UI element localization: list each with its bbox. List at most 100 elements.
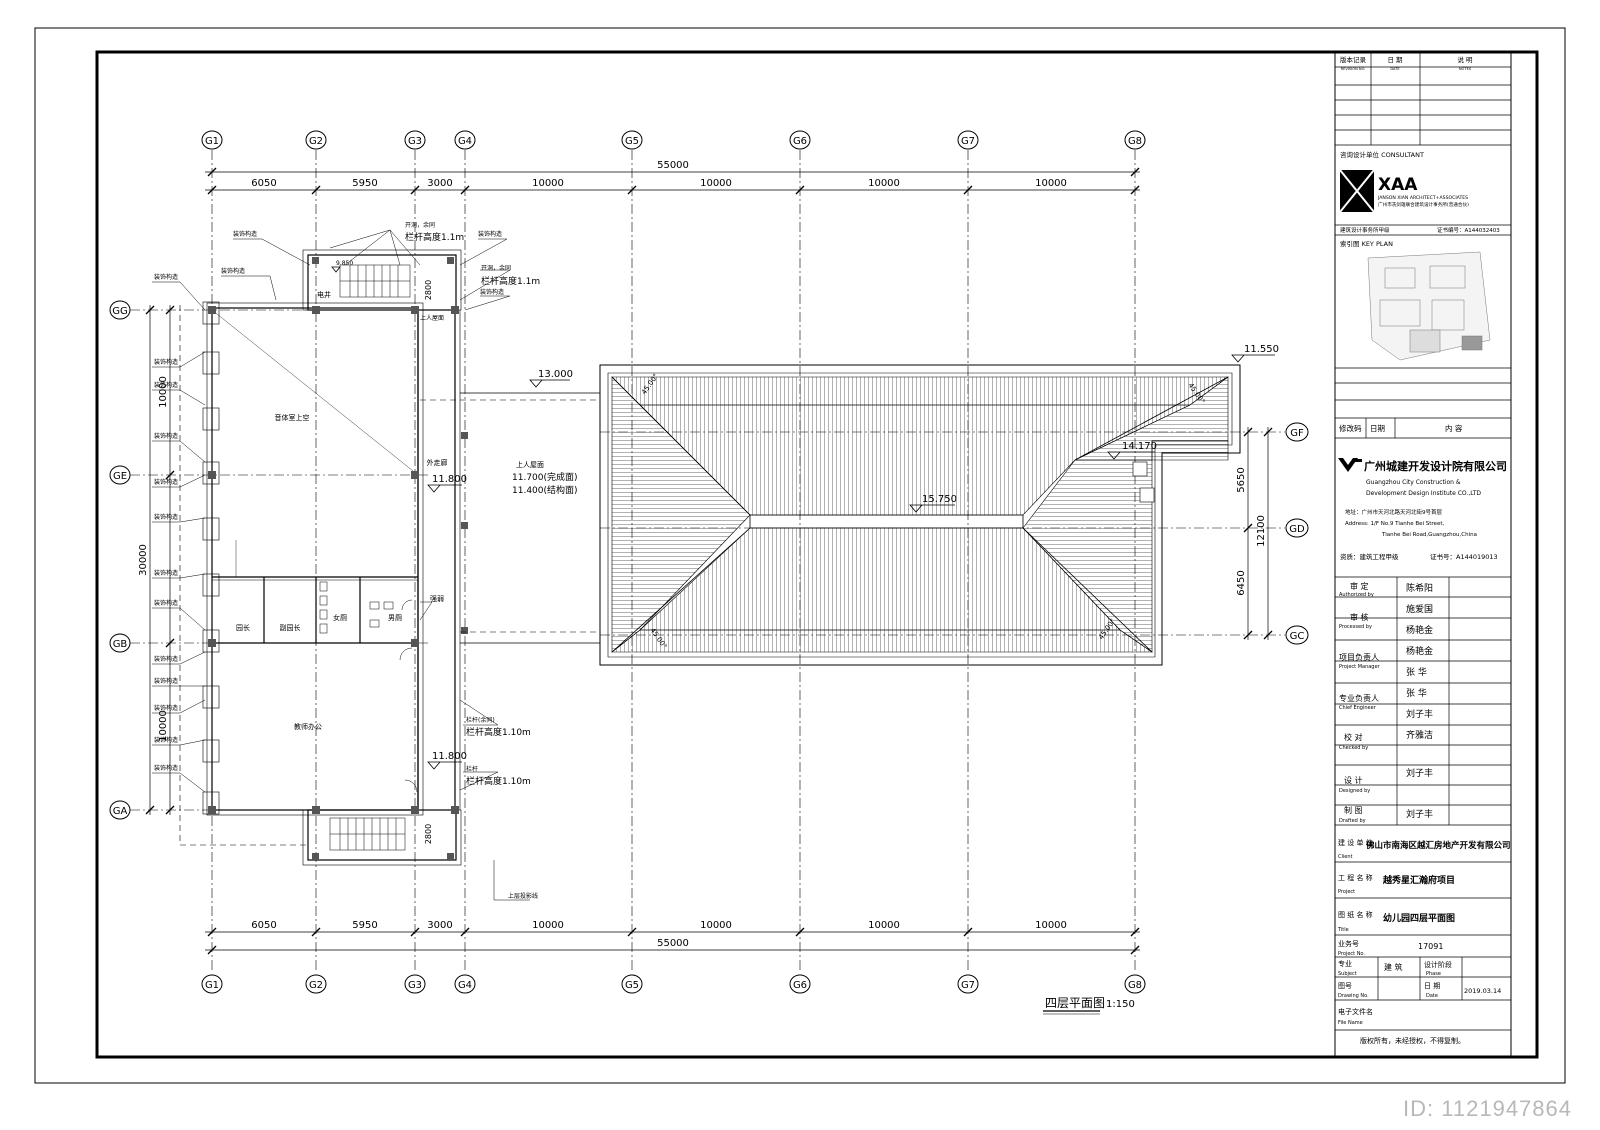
file-label: 电子文件名 xyxy=(1338,1007,1373,1016)
axis-gd xyxy=(1285,518,1309,538)
axis-gg xyxy=(109,300,131,320)
note-text: 装饰构造 xyxy=(154,432,178,440)
key-plan-map xyxy=(1367,251,1491,361)
room-label: 音体室上空 xyxy=(275,413,310,422)
axis-label: G2 xyxy=(309,136,323,147)
address-cn: 地址：广州市天河北路天河北街9号首层 xyxy=(1345,508,1443,516)
role-name: 刘子丰 xyxy=(1406,767,1433,779)
note-text: 装饰构造 xyxy=(154,655,178,663)
dim-text: 10000 xyxy=(700,178,732,189)
dim-text: 5950 xyxy=(352,920,377,931)
dim-text: 10000 xyxy=(700,920,732,931)
inner-frame xyxy=(95,50,1539,1059)
room-labels: 音体室上空 教师办公 园长 副园长 女厕 男厕 外走廊 电井 强弱 xyxy=(236,290,448,731)
role-name: 杨艳金 xyxy=(1406,645,1433,657)
axis-gb xyxy=(109,633,131,653)
axis-g5-top xyxy=(621,130,643,150)
axis-gf xyxy=(1285,422,1309,442)
axis-label: GC xyxy=(1290,631,1305,642)
company-logo-icon xyxy=(1338,458,1362,472)
note-text: 装饰构造 xyxy=(221,267,245,275)
axis-gc xyxy=(1285,625,1309,645)
axis-labels: G1 G2 G3 G4 G5 G6 G7 G8 G1 G2 G3 G4 G5 G… xyxy=(112,136,1305,991)
phase-label-en: Phase xyxy=(1426,971,1441,977)
rev-header: 日 期 xyxy=(1387,56,1403,64)
elevation-text: 11.800 xyxy=(432,474,467,485)
note-text: 装饰构造 xyxy=(154,478,178,486)
note-text: 装饰构造 xyxy=(154,764,178,772)
axis-g3-bottom xyxy=(404,974,426,994)
roof-note-structure: 11.400(结构面) xyxy=(512,484,578,496)
role-en: Checked by xyxy=(1339,745,1368,751)
company-name-cn: 广州城建开发设计院有限公司 xyxy=(1364,459,1507,473)
mod-header: 修改码 xyxy=(1339,423,1362,433)
floor-plan: G1 G2 G3 G4 G5 G6 G7 G8 G1 G2 G3 G4 G5 G… xyxy=(109,130,1309,1015)
role-cn: 审 定 xyxy=(1350,581,1369,591)
note-text: 上人屋面 xyxy=(420,314,444,322)
room-label: 男厕 xyxy=(388,614,402,622)
roof-vent xyxy=(1139,487,1155,503)
roof-slope-north xyxy=(611,376,1229,406)
note-text: 上层投影线 xyxy=(508,892,538,900)
copyright: 版权所有，未经授权，不得复制。 xyxy=(1360,1036,1465,1045)
client-name: 佛山市南海区越汇房地产开发有限公司 xyxy=(1365,840,1511,851)
project-no-label-en: Project No. xyxy=(1338,951,1365,957)
axis-label: GD xyxy=(1289,524,1305,535)
xaa-logo-text: XAA xyxy=(1378,175,1418,195)
rev-header: 说 明 xyxy=(1457,55,1473,64)
dim-text: 10000 xyxy=(1035,178,1067,189)
id-watermark: ID: 1121947864 xyxy=(1403,1096,1572,1121)
roof xyxy=(599,364,1241,666)
roof-note-title: 上人屋面 xyxy=(516,460,544,469)
role-en: Processed by xyxy=(1339,624,1372,630)
role-en: Project Manager xyxy=(1339,664,1381,670)
note-text: 装饰构造 xyxy=(480,288,504,296)
dim-text: 5950 xyxy=(352,178,377,189)
key-plan-label: 索引图 KEY PLAN xyxy=(1340,239,1393,248)
date-label: 日 期 xyxy=(1424,982,1440,990)
axis-ga xyxy=(109,800,131,820)
address-en: Address: 1/F No.9 Tianhe Bei Street, xyxy=(1345,521,1444,527)
dim-text: 10000 xyxy=(532,920,564,931)
project-no-label: 业务号 xyxy=(1338,939,1359,948)
dim-text: 6050 xyxy=(251,920,276,931)
role-en: Authorized by xyxy=(1339,592,1374,598)
note-text: 装饰构造 xyxy=(154,599,178,607)
note-text: 装饰构造 xyxy=(154,513,178,521)
dim-text: 30000 xyxy=(138,544,149,576)
dim-text: 6450 xyxy=(1236,570,1247,595)
dim-text: 12100 xyxy=(1256,515,1267,547)
role-cn: 审 核 xyxy=(1350,612,1369,622)
role-name: 陈希阳 xyxy=(1406,582,1433,594)
axis-label: G7 xyxy=(961,980,975,991)
dim-text: 10000 xyxy=(868,920,900,931)
dim-text: 10000 xyxy=(868,178,900,189)
axis-label: G6 xyxy=(793,136,807,147)
room-label: 教师办公 xyxy=(294,722,322,731)
note-text: 装饰构造 xyxy=(154,381,178,389)
note-text: 栏杆高度1.10m xyxy=(466,726,531,738)
project-label-en: Project xyxy=(1338,889,1355,895)
plan-title-group: 四层平面图 1:150 xyxy=(1045,996,1135,1010)
role-en: Chief Engineer xyxy=(1339,705,1377,711)
file-label-en: File Name xyxy=(1338,1020,1363,1026)
dim-total-top: 55000 xyxy=(657,160,689,171)
note-text: 装饰构造 xyxy=(154,736,178,744)
axis-label: G4 xyxy=(458,136,472,147)
company-name-en: Development Design Institute CO.,LTD xyxy=(1366,490,1481,497)
role-name: 张 华 xyxy=(1406,666,1427,678)
dim-text: 10000 xyxy=(532,178,564,189)
role-en: Designed by xyxy=(1339,788,1370,794)
drawing-title: 幼儿园四层平面图 xyxy=(1383,912,1455,924)
elevation-text: 13.000 xyxy=(538,369,573,380)
axis-g7-top xyxy=(957,130,979,150)
axis-label: GG xyxy=(112,306,128,317)
axis-label: G1 xyxy=(205,980,219,991)
roof-hatch-opening xyxy=(1132,461,1148,477)
dim-text: 3000 xyxy=(427,178,452,189)
mod-header: 日期 xyxy=(1370,424,1385,433)
role-name: 刘子丰 xyxy=(1406,708,1433,720)
qualification: 资质：建筑工程甲级 xyxy=(1340,552,1399,561)
project-no: 17091 xyxy=(1418,942,1443,951)
dim-text: 6050 xyxy=(251,178,276,189)
